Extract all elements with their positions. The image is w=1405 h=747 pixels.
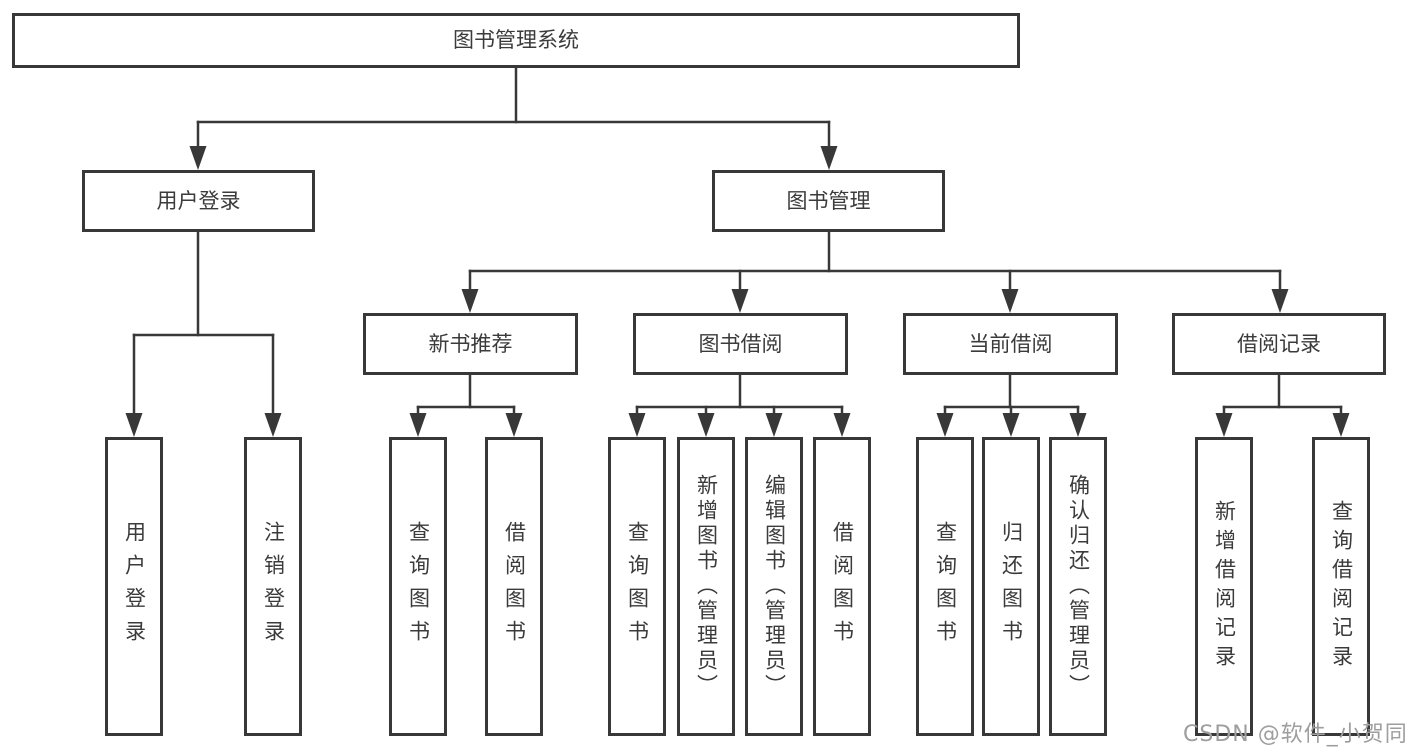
leaf-borrow-books-recommend: 借阅图书 (485, 437, 543, 736)
leaf-query-books-current: 查询图书 (916, 437, 974, 736)
leaf-add-borrow-record: 新增借阅记录 (1195, 437, 1253, 736)
leaf-query-books-borrow: 查询图书 (608, 437, 666, 736)
leaf-query-books-recommend: 查询图书 (389, 437, 447, 736)
leaf-add-book-admin: 新增图书（管理员） (677, 437, 735, 736)
leaf-confirm-return-admin: 确认归还（管理员） (1049, 437, 1107, 736)
leaf-return-books: 归还图书 (982, 437, 1040, 736)
leaf-edit-book-admin: 编辑图书（管理员） (745, 437, 803, 736)
leaf-logout: 注销登录 (244, 437, 302, 736)
node-book-borrow: 图书借阅 (633, 313, 848, 375)
node-new-book-recommend: 新书推荐 (363, 313, 578, 375)
leaf-query-borrow-record: 查询借阅记录 (1312, 437, 1370, 736)
node-book-management: 图书管理 (712, 170, 945, 232)
node-library-system: 图书管理系统 (12, 13, 1020, 68)
node-user-login: 用户登录 (82, 170, 315, 232)
node-borrow-records: 借阅记录 (1172, 313, 1386, 375)
leaf-user-login: 用户登录 (105, 437, 163, 736)
watermark: CSDN @软件_小贺同学 (1183, 722, 1405, 747)
node-current-borrow: 当前借阅 (903, 313, 1118, 375)
leaf-borrow-books: 借阅图书 (813, 437, 871, 736)
